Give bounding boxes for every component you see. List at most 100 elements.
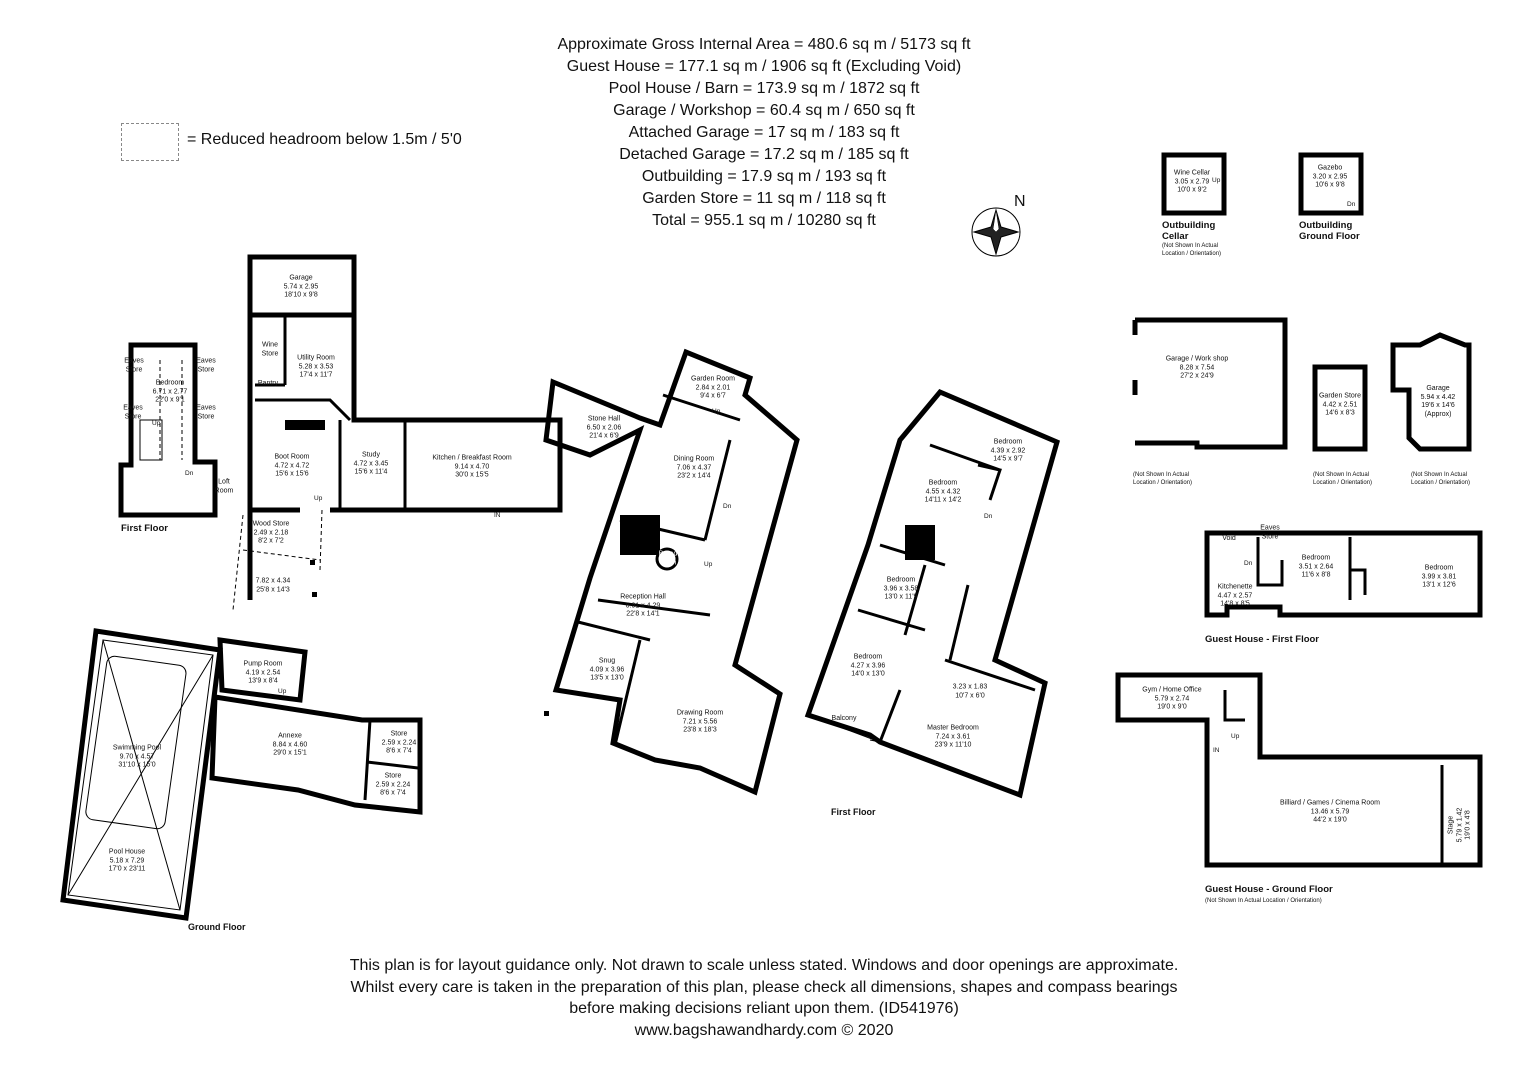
stair-down-label: Dn — [185, 470, 194, 477]
stair-up-label: Up — [1231, 733, 1240, 740]
barn-first-floor-outline — [118, 342, 218, 518]
area-line: Guest House = 177.1 sq m / 1906 sq ft (E… — [566, 58, 962, 75]
wine-cellar-outline — [1161, 152, 1227, 216]
gazebo-outline — [1298, 152, 1364, 216]
stair-down-label: Dn — [1244, 560, 1253, 567]
stair-down-label: Dn — [984, 513, 993, 520]
garden-store-outline — [1312, 364, 1368, 452]
area-line: Garden Store = 11 sq m / 118 sq ft — [642, 190, 886, 207]
compass-rose-icon — [971, 207, 1021, 257]
floor-label: First Floor — [831, 807, 876, 817]
entrance-label: IN — [1213, 747, 1220, 754]
stair-up-label: Up — [712, 408, 721, 415]
room-label: Balcony — [831, 714, 857, 722]
stair-up-label: Up — [704, 561, 713, 568]
floor-label: Guest House - First Floor — [1205, 634, 1320, 645]
pool-house-outline — [60, 628, 223, 921]
pump-room-outline — [217, 637, 308, 703]
orientation-note: (Not Shown In Actual Location / Orientat… — [1205, 898, 1322, 904]
annexe-outline — [209, 694, 423, 815]
stair-up-label: Up — [152, 420, 161, 427]
floor-label: First Floor — [121, 523, 168, 534]
room-label: Pantry — [257, 379, 279, 387]
stair-up-label: Up — [278, 688, 287, 695]
floor-label: Guest House - Ground Floor — [1205, 884, 1333, 895]
website-credit: www.bagshawandhardy.com © 2020 — [634, 1021, 894, 1039]
legend-text: = Reduced headroom below 1.5m / 5'0 — [187, 131, 462, 148]
guest-first-floor-outline — [1204, 530, 1483, 618]
small-garage-outline — [1390, 332, 1472, 452]
area-line: Attached Garage = 17 sq m / 183 sq ft — [628, 124, 900, 141]
garage-workshop-outline — [1132, 317, 1288, 450]
area-summary: Approximate Gross Internal Area = 480.6 … — [0, 34, 1528, 232]
reduced-headroom-legend-swatch — [121, 123, 179, 161]
area-line: Outbuilding = 17.9 sq m / 193 sq ft — [641, 168, 887, 185]
area-line: Garage / Workshop = 60.4 sq m / 650 sq f… — [613, 102, 915, 119]
stair-down-label: Dn — [1347, 201, 1356, 208]
room-label: Void — [1222, 534, 1236, 542]
disclaimer-line: before making decisions reliant upon the… — [569, 1000, 959, 1017]
stair-up-label: Up — [314, 495, 323, 502]
area-line: Detached Garage = 17.2 sq m / 185 sq ft — [619, 146, 909, 163]
floor-label: Ground Floor — [188, 922, 246, 932]
utility-wing-outline — [247, 315, 563, 600]
disclaimer: This plan is for layout guidance only. N… — [0, 955, 1528, 1041]
disclaimer-line: This plan is for layout guidance only. N… — [349, 957, 1179, 974]
disclaimer-line: Whilst every care is taken in the prepar… — [350, 978, 1178, 996]
stair-down-label: Dn — [723, 503, 732, 510]
north-label: N — [1014, 193, 1026, 210]
main-house-ground-outline — [543, 348, 800, 796]
area-line: Approximate Gross Internal Area = 480.6 … — [557, 36, 971, 53]
stair-up-label: Up — [1212, 177, 1221, 184]
